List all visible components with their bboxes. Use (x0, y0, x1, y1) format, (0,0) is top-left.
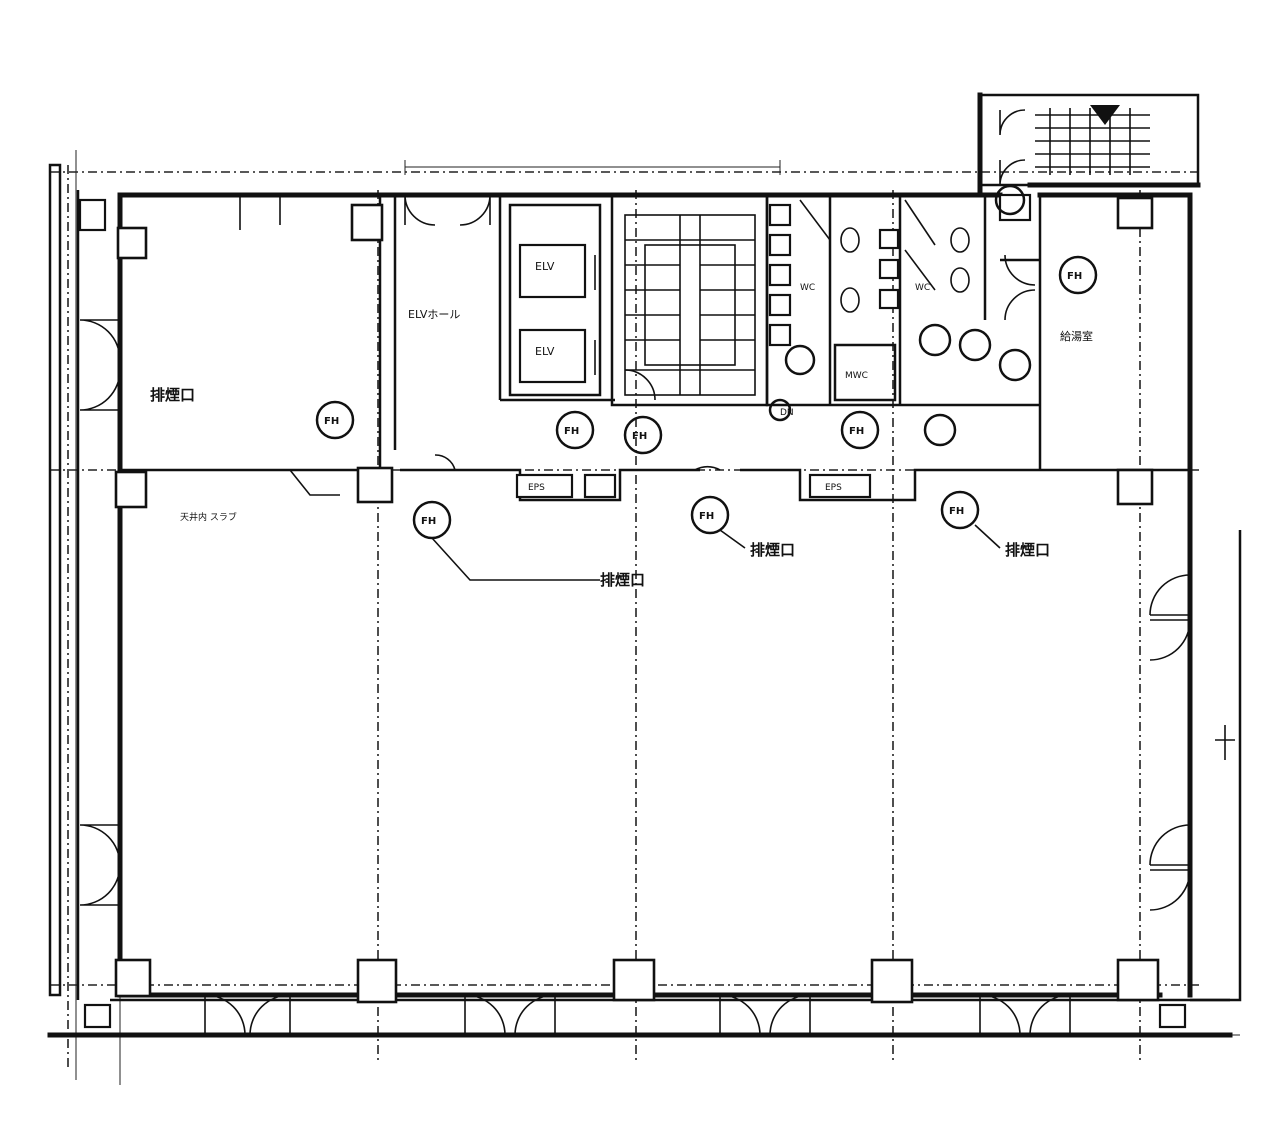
callout-label-3: 排煙口 (750, 541, 795, 559)
svg-text:FH: FH (421, 516, 436, 527)
eps-label-1: EPS (528, 483, 545, 493)
eps-rooms: EPS EPS (515, 473, 872, 499)
callout-label-2: 排煙口 (600, 571, 645, 589)
eps-label-2: EPS (825, 483, 842, 493)
svg-text:FH: FH (1067, 271, 1082, 282)
wc-label-women: WC (915, 283, 930, 293)
callouts: 排煙口 排煙口 排煙口 排煙口 天井内 スラブ (150, 386, 1050, 589)
fh-symbol-6: FH (840, 410, 880, 450)
kyutou-label: 給湯室 (1060, 329, 1093, 343)
fh-symbol-8: FH (1058, 255, 1098, 295)
fh-symbol-1: FH (315, 400, 355, 440)
fh-symbol-7: FH (940, 490, 980, 530)
elevator-car-1 (518, 243, 587, 299)
svg-text:FH: FH (699, 511, 714, 522)
svg-text:FH: FH (949, 506, 964, 517)
elevator-car-2 (518, 328, 587, 384)
fh-symbol-2: FH (412, 500, 452, 540)
callout-label-1: 排煙口 (150, 386, 195, 404)
doors (79, 194, 1191, 1036)
elevator-label-1: ELV (535, 260, 555, 273)
fire-hydrant-symbols: FH FH FH FH FH FH FH FH (315, 184, 1098, 540)
svg-text:FH: FH (324, 416, 339, 427)
svg-text:FH: FH (632, 431, 647, 442)
dn-label: DN (780, 408, 794, 418)
wc-label-men: WC (800, 283, 815, 293)
core-stair (624, 214, 756, 396)
elevator-label-2: ELV (535, 345, 555, 358)
callout-label-4: 排煙口 (1005, 541, 1050, 559)
fh-symbol-9 (768, 184, 1032, 447)
svg-text:FH: FH (564, 426, 579, 437)
edge-marks (78, 198, 1235, 1029)
elv-hall-label: ELVホール (408, 308, 460, 321)
lower-note-label: 天井内 スラブ (180, 511, 237, 523)
toilets: MWC WC WC DN 給湯室 (768, 199, 1093, 418)
fh-symbol-5: FH (690, 495, 730, 535)
svg-text:FH: FH (849, 426, 864, 437)
fh-symbol-3: FH (555, 410, 595, 450)
elevators: ELV ELV ELVホール (408, 243, 596, 384)
exterior-stair (977, 92, 1201, 222)
fh-symbol-4: FH (623, 415, 663, 455)
columns (114, 196, 1160, 1004)
mwc-label: MWC (845, 371, 868, 381)
